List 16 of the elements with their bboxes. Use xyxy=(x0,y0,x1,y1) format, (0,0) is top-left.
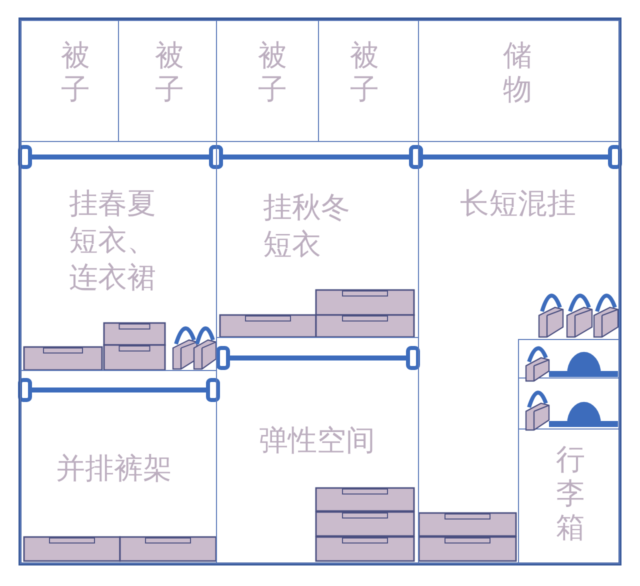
compartment xyxy=(20,370,217,564)
compartment-label: 被子 xyxy=(61,38,91,106)
compartment xyxy=(518,339,620,564)
compartment xyxy=(20,20,119,142)
compartment-label: 长短混挂 xyxy=(460,185,577,222)
compartment xyxy=(418,20,620,142)
compartment xyxy=(418,141,620,564)
compartment-label: 被子 xyxy=(258,38,288,106)
compartment-label: 弹性空间 xyxy=(259,422,376,459)
compartment-label: 储物 xyxy=(503,38,533,106)
compartment-label: 并排裤架 xyxy=(56,450,173,487)
compartment-label: 挂秋冬短衣 xyxy=(263,189,351,263)
compartment-label: 挂春夏短衣、连衣裙 xyxy=(69,185,157,296)
compartment-label: 被子 xyxy=(155,38,185,106)
compartment-label: 被子 xyxy=(350,38,380,106)
compartment-label: 行李箱 xyxy=(556,442,586,544)
